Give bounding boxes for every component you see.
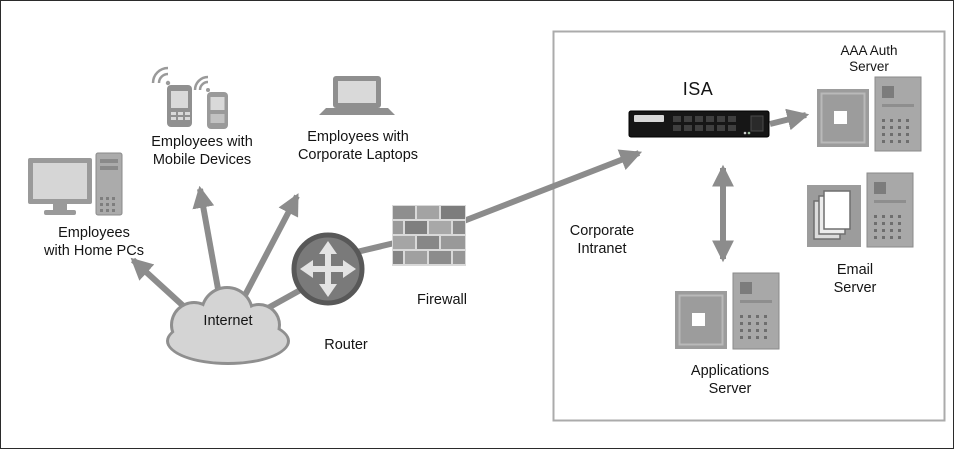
label-isa: ISA (682, 79, 714, 99)
label-firewall: Firewall (417, 292, 467, 308)
label-router: Router (324, 337, 368, 353)
home-pc-icon (28, 152, 123, 216)
label-corporate-laptops: Employees with Corporate Laptops (297, 129, 419, 163)
label-email-server: Email Server (833, 262, 877, 296)
corporate-laptop-icon (319, 76, 395, 115)
router-icon (291, 232, 365, 306)
intranet-boundary-box (552, 30, 946, 422)
label-aaa-auth-server: AAA Auth Server (840, 43, 898, 75)
isa-appliance-icon (628, 110, 770, 138)
aaa-auth-server-icon (817, 76, 922, 152)
arrow-isa-to-aaa (769, 108, 810, 131)
label-home-pcs: Employees with Home PCs (44, 225, 144, 259)
applications-server-icon (675, 272, 780, 350)
firewall-icon (392, 205, 466, 266)
internet-cloud-icon (166, 286, 290, 365)
label-internet: Internet (203, 313, 253, 329)
label-applications-server: Applications Server (690, 363, 770, 397)
mobile-devices-icon (151, 66, 228, 129)
arrow-internet-to-mobile (192, 185, 223, 301)
label-corporate-intranet: Corporate Intranet (569, 223, 635, 257)
arrow-internet-to-home-pcs (130, 257, 194, 316)
label-mobile-devices: Employees with Mobile Devices (151, 134, 253, 168)
wifi-signal-icon (151, 66, 209, 91)
arrow-firewall-to-isa (454, 149, 643, 227)
email-server-icon (807, 172, 914, 248)
arrow-internet-to-laptops (239, 193, 300, 303)
